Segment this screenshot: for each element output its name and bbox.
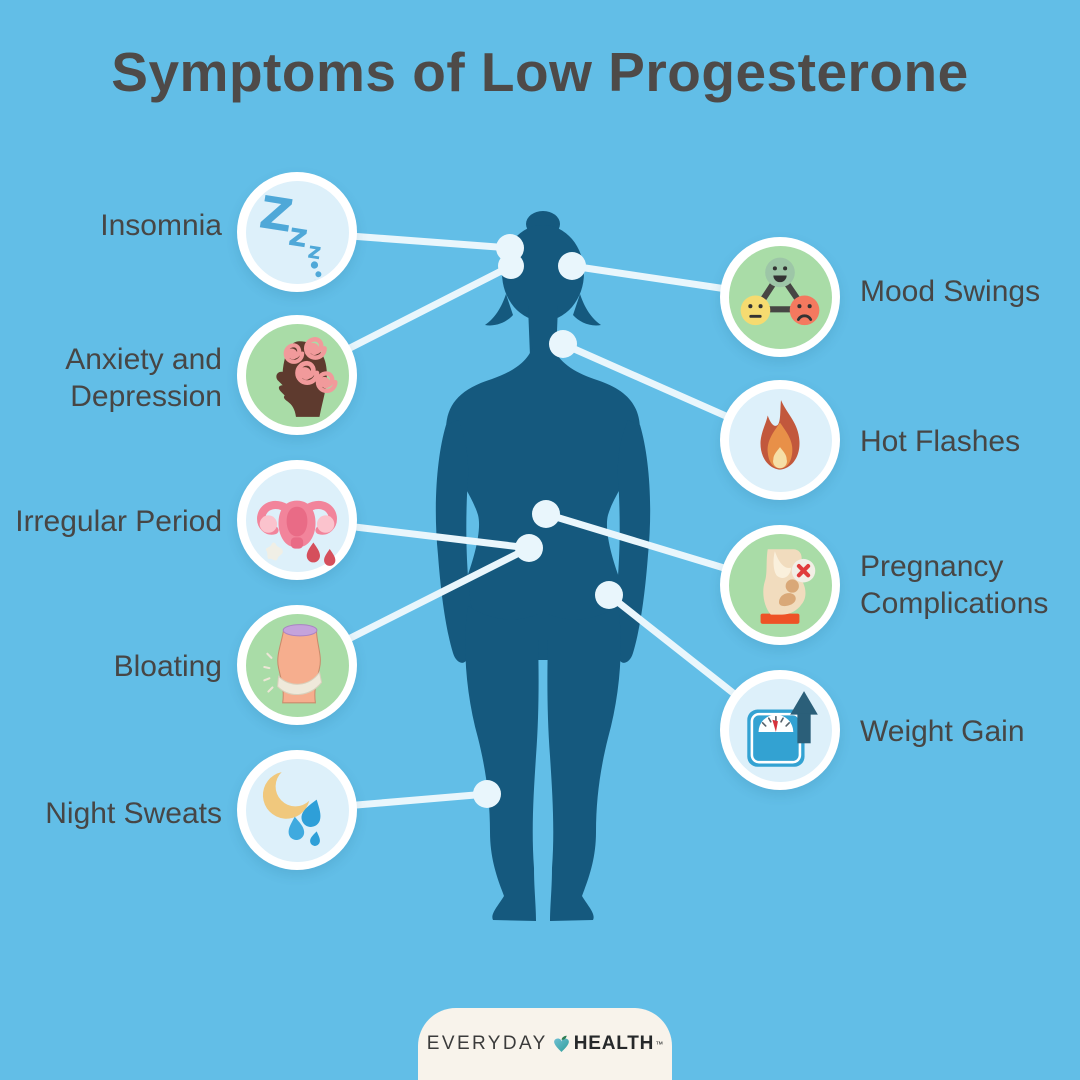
circle-weight-gain	[720, 670, 840, 790]
body-dot-anxiety	[498, 253, 524, 279]
circle-insomnia: Z z z	[237, 172, 357, 292]
logo-trademark: ™	[655, 1039, 664, 1049]
label-mood-swings: Mood Swings	[860, 275, 1041, 308]
flame-icon	[760, 400, 800, 470]
page-title: Symptoms of Low Progesterone	[111, 41, 969, 103]
circle-anxiety	[237, 315, 357, 435]
female-body-silhouette	[435, 211, 651, 921]
everyday-health-logo: EVERYDAY HEALTH ™	[418, 1008, 672, 1080]
zzz-icon: Z z z	[256, 185, 323, 280]
label-weight-gain: Weight Gain	[860, 715, 1025, 748]
circle-mood-swings	[720, 237, 840, 357]
circle-bloating	[237, 605, 357, 725]
logo-everyday-text: EVERYDAY	[426, 1033, 548, 1054]
body-dot-mood	[558, 252, 586, 280]
label-hot-flashes: Hot Flashes	[860, 425, 1021, 458]
circle-night-sweats	[237, 750, 357, 870]
body-dot-knee	[473, 780, 501, 808]
heart-apple-icon	[553, 1035, 569, 1052]
label-anxiety-depression: Anxiety and Depression	[65, 343, 222, 413]
logo-health-text: HEALTH	[573, 1033, 655, 1054]
label-night-sweats: Night Sweats	[45, 797, 222, 830]
circle-hot-flashes	[720, 380, 840, 500]
uterus-icon	[257, 500, 337, 566]
body-dot-pregnancy	[532, 500, 560, 528]
circle-pregnancy-complications	[720, 525, 840, 645]
label-bloating: Bloating	[113, 650, 222, 683]
belly-icon	[263, 624, 323, 704]
svg-text:z: z	[306, 238, 323, 266]
body-dot-hip	[515, 534, 543, 562]
label-irregular-period: Irregular Period	[15, 505, 222, 538]
circle-irregular-period	[237, 460, 357, 580]
moon-sweat-icon	[262, 772, 321, 846]
scale-arrow-icon	[747, 691, 818, 767]
pregnancy-x-icon	[760, 549, 816, 624]
mood-faces-icon	[740, 257, 820, 326]
label-insomnia: Insomnia	[100, 209, 222, 242]
head-spirals-icon	[276, 329, 343, 417]
label-pregnancy-complications: Pregnancy Complications	[860, 550, 1049, 620]
body-dot-weight	[595, 581, 623, 609]
body-dot-hotflash	[549, 330, 577, 358]
